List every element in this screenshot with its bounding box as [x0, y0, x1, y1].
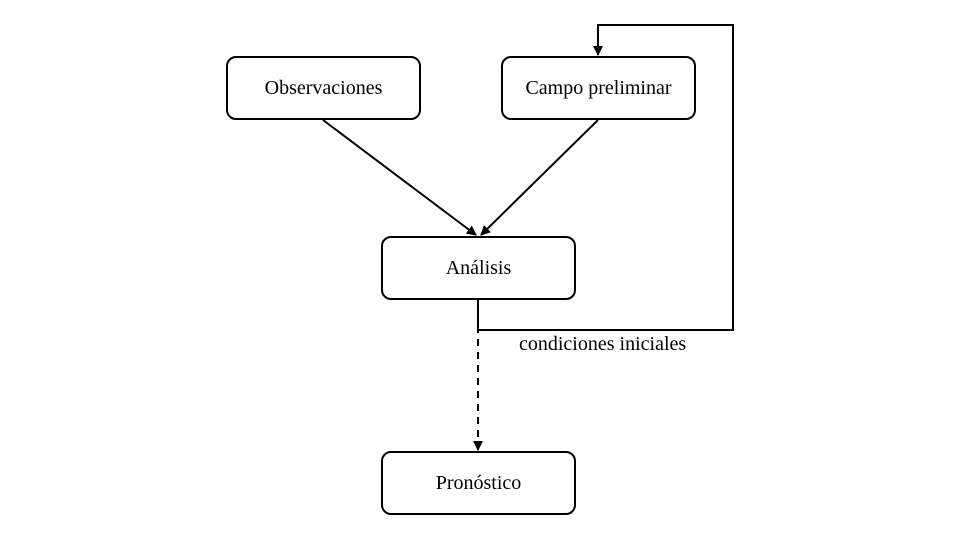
node-observaciones-label: Observaciones [264, 76, 383, 99]
arrow-campo-to-analisis [480, 119, 599, 236]
node-analisis-label: Análisis [445, 256, 512, 279]
node-analisis: Análisis [381, 236, 576, 300]
arrow-observaciones-to-analisis [322, 119, 477, 236]
edge-label-condiciones-iniciales: condiciones iniciales [519, 333, 687, 355]
arrow-feedback-condiciones-iniciales [477, 24, 734, 331]
node-campo-preliminar-label: Campo preliminar [525, 76, 672, 99]
node-campo-preliminar: Campo preliminar [501, 56, 696, 120]
node-observaciones: Observaciones [226, 56, 421, 120]
node-pronostico: Pronóstico [381, 451, 576, 515]
node-pronostico-label: Pronóstico [435, 471, 522, 494]
